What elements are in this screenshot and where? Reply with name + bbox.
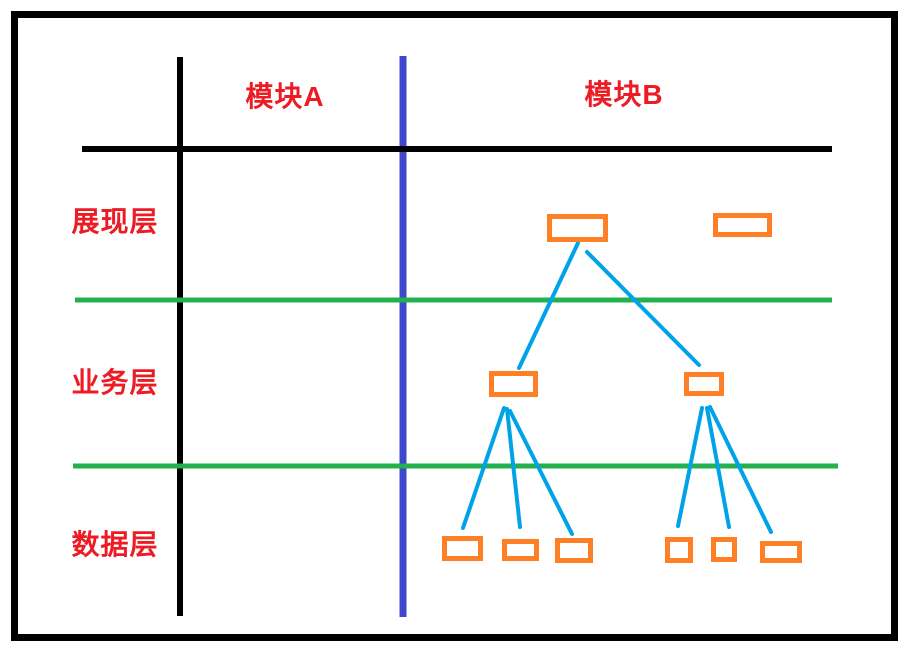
label-module-b: 模块B	[584, 79, 664, 110]
data-node-1	[442, 536, 483, 561]
business-node-left	[489, 371, 538, 397]
outer-border	[11, 11, 898, 641]
edge-root-to-business-right	[585, 250, 701, 367]
label-business-layer: 业务层	[71, 367, 159, 398]
edge-business-right-to-data-4	[676, 406, 704, 528]
edge-business-right-to-data-6	[708, 405, 773, 534]
edge-business-left-to-data-3	[508, 409, 574, 536]
business-node-right	[684, 372, 724, 396]
label-data-layer: 数据层	[71, 529, 159, 560]
edge-business-right-to-data-5	[705, 406, 731, 529]
data-node-5	[711, 537, 737, 562]
presentation-node-side	[713, 213, 772, 237]
label-presentation-layer: 展现层	[71, 206, 159, 237]
label-module-a: 模块A	[245, 81, 325, 112]
data-node-3	[555, 538, 593, 563]
edge-root-to-business-left	[517, 241, 580, 370]
edge-business-left-to-data-2	[505, 407, 522, 529]
presentation-node-root	[547, 214, 608, 242]
edge-business-left-to-data-1	[461, 406, 506, 530]
data-node-2	[502, 539, 539, 561]
data-node-6	[760, 541, 802, 563]
data-node-4	[665, 537, 693, 563]
